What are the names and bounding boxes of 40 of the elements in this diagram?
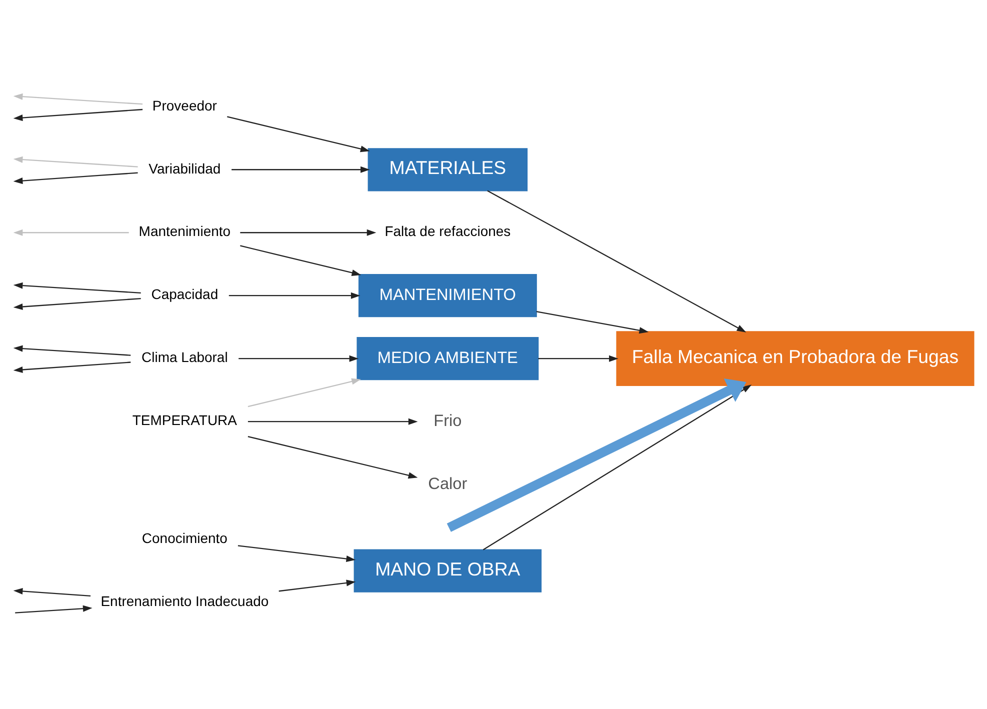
- node-box: Falla Mecanica en Probadora de Fugas: [616, 331, 974, 386]
- node-text: Entrenamiento Inadecuado: [100, 592, 269, 609]
- arrow: [13, 156, 138, 168]
- arrow: [248, 378, 361, 408]
- arrow: [13, 588, 91, 596]
- arrow: [227, 116, 370, 152]
- arrow: [228, 292, 360, 299]
- node-text: TEMPERATURA: [132, 412, 238, 428]
- node-text: Capacidad: [151, 286, 218, 302]
- node-text: Conocimiento: [142, 530, 228, 546]
- arrow: [240, 229, 376, 236]
- arrow: [538, 355, 618, 362]
- arrow: [487, 190, 746, 332]
- node-text: Falta de refacciones: [384, 223, 511, 240]
- node-box: MATERIALES: [368, 148, 528, 192]
- arrow: [248, 436, 418, 479]
- arrow: [238, 355, 359, 362]
- node-box: MANTENIMIENTO: [358, 274, 537, 318]
- node-text: Frio: [434, 412, 462, 430]
- arrow: [278, 580, 356, 592]
- arrow: [13, 93, 143, 105]
- node-text: Mantenimiento: [138, 223, 231, 240]
- arrow: [13, 229, 129, 236]
- node-text: Proveedor: [152, 97, 217, 114]
- node-text: Clima Laboral: [142, 349, 228, 366]
- arrow: [248, 418, 418, 425]
- arrow: [240, 245, 362, 276]
- arrow: [13, 108, 143, 122]
- arrow: [446, 378, 752, 532]
- arrow: [536, 311, 649, 334]
- node-box: MEDIO AMBIENTE: [356, 337, 539, 380]
- node-text: Calor: [428, 474, 468, 493]
- arrow: [482, 384, 752, 550]
- node-box: MANO DE OBRA: [354, 549, 542, 592]
- arrow: [15, 605, 92, 614]
- arrow: [13, 345, 131, 356]
- node-text: Variabilidad: [148, 160, 221, 176]
- arrow: [238, 545, 356, 562]
- arrow: [232, 166, 370, 173]
- arrow: [13, 282, 141, 294]
